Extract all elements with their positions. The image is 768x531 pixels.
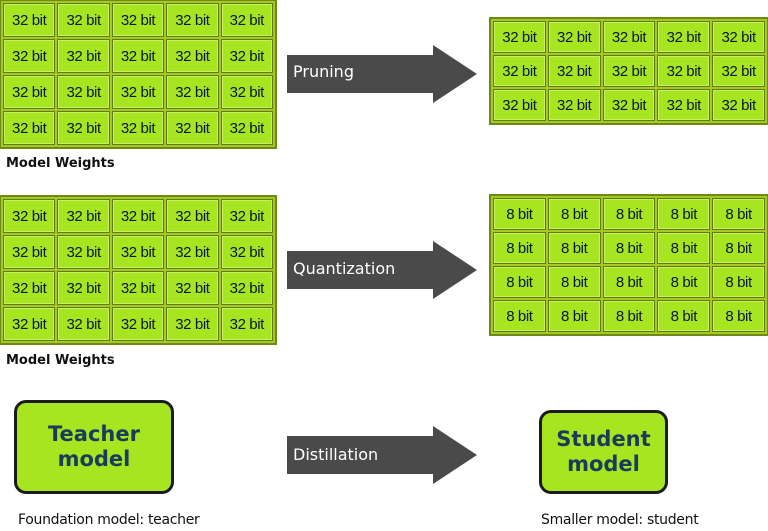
quantization-source-weight-cell: 32 bit: [220, 271, 273, 305]
quantization-source-weight-cell: 32 bit: [111, 235, 165, 269]
quantization-source-weight-cell: 32 bit: [111, 199, 165, 233]
quantization-source-weight-cell: 32 bit: [3, 235, 56, 269]
quantization-source-weight-cell: 32 bit: [220, 199, 273, 233]
pruning-result-weight-cell: 32 bit: [657, 55, 711, 87]
pruning-source-weight-cell: 32 bit: [166, 111, 219, 145]
pruning-result-weight-cell: 32 bit: [602, 89, 656, 121]
quantization-source-weight-cell: 32 bit: [220, 235, 273, 269]
pruning-source-weight-cell: 32 bit: [111, 111, 165, 145]
teacher-caption: Foundation model: teacher: [18, 512, 200, 528]
pruning-result-weight-cell: 32 bit: [712, 55, 765, 87]
quantization-source-weight-cell: 32 bit: [57, 199, 110, 233]
quantization-result-weight-cell: 8 bit: [712, 300, 765, 332]
quantization-source-weight-cell: 32 bit: [57, 271, 110, 305]
quantization-result-weight-cell: 8 bit: [712, 266, 765, 298]
quantization-source-weight-cell: 32 bit: [3, 199, 56, 233]
pruning-result-weight-cell: 32 bit: [602, 21, 656, 53]
pruning-result-weight-cell: 32 bit: [547, 89, 601, 121]
pruning-result-weight-cell: 32 bit: [712, 21, 765, 53]
quantization-source-weight-cell: 32 bit: [166, 199, 219, 233]
pruning-result-weight-cell: 32 bit: [493, 55, 546, 87]
teacher-model-title-line1: Teacher: [48, 422, 140, 446]
pruning-model-weights-caption: Model Weights: [6, 156, 115, 171]
teacher-model-box: Teacher model: [14, 400, 174, 494]
pruning-source-weight-cell: 32 bit: [57, 111, 110, 145]
quantization-source-weight-cell: 32 bit: [57, 307, 110, 341]
distillation-arrow: [287, 426, 477, 484]
pruning-source-weight-cell: 32 bit: [57, 3, 110, 37]
pruning-source-weight-cell: 32 bit: [3, 111, 56, 145]
quantization-source-weight-cell: 32 bit: [166, 235, 219, 269]
quantization-result-weight-cell: 8 bit: [602, 300, 656, 332]
quantization-result-weight-cell: 8 bit: [657, 300, 711, 332]
teacher-model-title-line2: model: [57, 447, 131, 471]
pruning-result-weight-cell: 32 bit: [657, 21, 711, 53]
pruning-result-weight-cell: 32 bit: [712, 89, 765, 121]
student-model-title-line1: Student: [556, 427, 651, 451]
quantization-result-weight-cell: 8 bit: [602, 232, 656, 264]
quantization-arrow-label: Quantization: [293, 259, 396, 278]
quantization-source-weight-cell: 32 bit: [166, 307, 219, 341]
pruning-result-weight-cell: 32 bit: [493, 89, 546, 121]
pruning-source-weight-cell: 32 bit: [220, 3, 273, 37]
quantization-source-weight-cell: 32 bit: [3, 271, 56, 305]
pruning-source-weight-cell: 32 bit: [166, 3, 219, 37]
quantization-result-weight-cell: 8 bit: [657, 198, 711, 230]
quantization-result-weight-cell: 8 bit: [602, 266, 656, 298]
quantization-source-weight-cell: 32 bit: [111, 307, 165, 341]
pruning-source-weight-cell: 32 bit: [3, 3, 56, 37]
quantization-arrow: [287, 241, 477, 299]
pruning-result-weight-cell: 32 bit: [547, 55, 601, 87]
pruning-result-weight-cell: 32 bit: [602, 55, 656, 87]
pruning-source-weight-cell: 32 bit: [220, 75, 273, 109]
quantization-result-weight-cell: 8 bit: [657, 232, 711, 264]
quantization-source-weight-cell: 32 bit: [166, 271, 219, 305]
pruning-source-weight-cell: 32 bit: [3, 75, 56, 109]
student-caption: Smaller model: student: [541, 512, 699, 528]
quantization-result-weight-cell: 8 bit: [547, 266, 601, 298]
pruning-source-weight-cell: 32 bit: [220, 111, 273, 145]
quantization-result-weight-cell: 8 bit: [493, 266, 546, 298]
pruning-result-weight-cell: 32 bit: [547, 21, 601, 53]
quantization-result-weight-cell: 8 bit: [547, 300, 601, 332]
pruning-arrow: [287, 45, 477, 103]
quantization-result-weight-cell: 8 bit: [547, 198, 601, 230]
pruning-result-weight-cell: 32 bit: [657, 89, 711, 121]
quantization-result-weight-cell: 8 bit: [657, 266, 711, 298]
student-model-title-line2: model: [567, 452, 640, 476]
quantization-result-weight-cell: 8 bit: [712, 232, 765, 264]
quantization-result-weight-cell: 8 bit: [712, 198, 765, 230]
pruning-source-weight-cell: 32 bit: [111, 3, 165, 37]
student-model-box: Student model: [539, 410, 668, 494]
quantization-result-weight-cell: 8 bit: [547, 232, 601, 264]
quantization-source-weight-cell: 32 bit: [111, 271, 165, 305]
pruning-source-weight-cell: 32 bit: [57, 75, 110, 109]
distillation-arrow-label: Distillation: [293, 445, 379, 464]
quantization-result-weight-cell: 8 bit: [493, 232, 546, 264]
quantization-source-weight-cell: 32 bit: [220, 307, 273, 341]
pruning-result-weight-cell: 32 bit: [493, 21, 546, 53]
pruning-source-weight-cell: 32 bit: [111, 39, 165, 73]
pruning-source-weight-cell: 32 bit: [3, 39, 56, 73]
quantization-model-weights-caption: Model Weights: [6, 353, 115, 368]
quantization-result-weight-cell: 8 bit: [602, 198, 656, 230]
quantization-source-weight-cell: 32 bit: [57, 235, 110, 269]
pruning-arrow-label: Pruning: [293, 62, 354, 81]
quantization-source-weight-cell: 32 bit: [3, 307, 56, 341]
pruning-source-weight-cell: 32 bit: [111, 75, 165, 109]
pruning-source-weight-cell: 32 bit: [57, 39, 110, 73]
quantization-result-weight-cell: 8 bit: [493, 198, 546, 230]
pruning-source-weight-cell: 32 bit: [166, 39, 219, 73]
pruning-source-weight-cell: 32 bit: [220, 39, 273, 73]
quantization-result-weight-cell: 8 bit: [493, 300, 546, 332]
pruning-source-weight-cell: 32 bit: [166, 75, 219, 109]
